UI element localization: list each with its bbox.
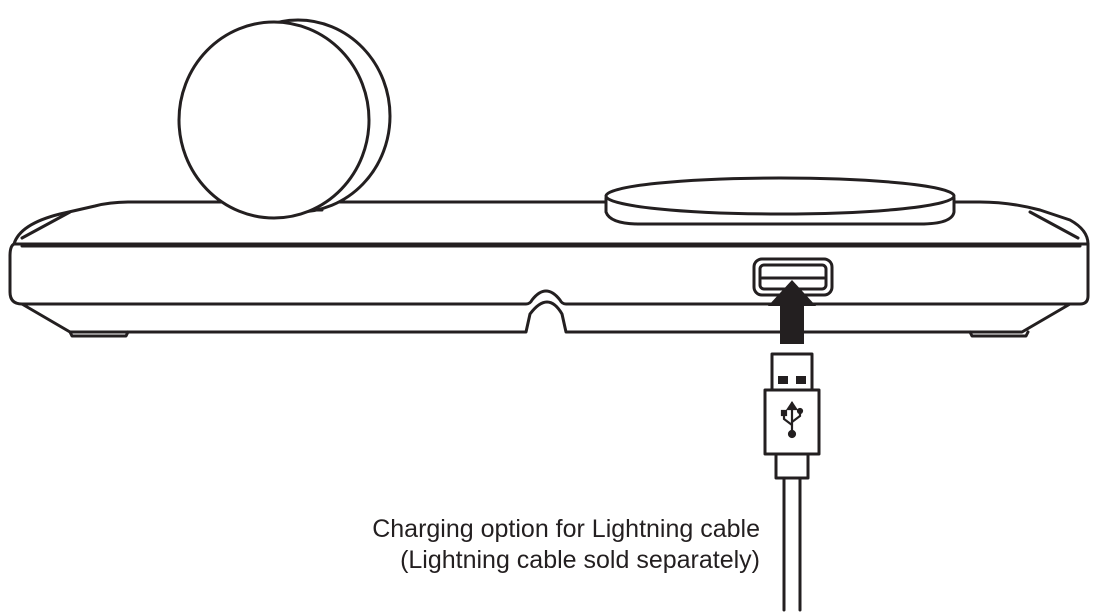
base-top-surface [12, 200, 1090, 246]
usb-plug [763, 352, 821, 612]
phone-charging-pad [604, 176, 956, 226]
usb-plug-metal-tip [770, 352, 814, 392]
base-front-face [8, 242, 1090, 306]
watch-charger-disc [177, 18, 392, 220]
base-left-bevel [20, 210, 72, 240]
base-right-bevel [1028, 210, 1080, 240]
caption-line-1: Charging option for Lightning cable [372, 515, 760, 543]
watch-charger-face [177, 20, 371, 220]
usb-plug-strain-relief [774, 452, 810, 480]
caption-line-2: (Lightning cable sold separately) [400, 546, 760, 574]
usb-plug-contacts [778, 376, 806, 384]
phone-pad-top [604, 176, 956, 216]
base-lower-body [20, 300, 1072, 338]
arrow-up-icon [768, 280, 816, 344]
usb-port [752, 257, 834, 297]
usb-icon [780, 401, 804, 439]
diagram-caption: Charging option for Lightning cable (Lig… [372, 514, 760, 576]
